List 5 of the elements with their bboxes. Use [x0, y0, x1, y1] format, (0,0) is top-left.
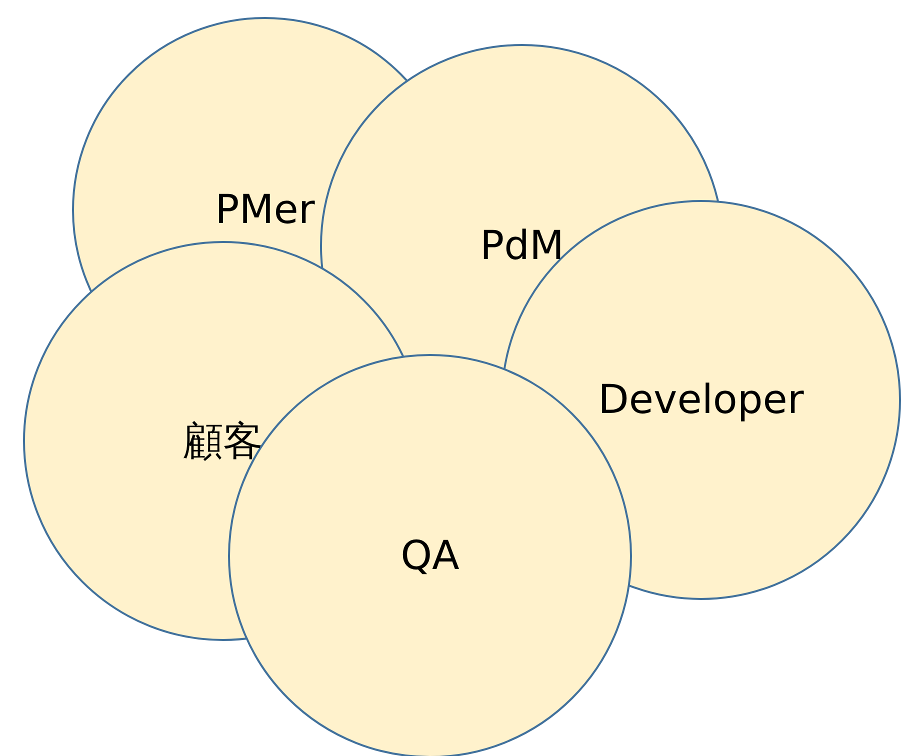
role-label: QA — [400, 533, 460, 579]
role-label: PdM — [480, 223, 564, 269]
role-label: Developer — [598, 377, 804, 423]
role-label: 顧客 — [183, 418, 263, 466]
role-label: PMer — [215, 187, 315, 233]
